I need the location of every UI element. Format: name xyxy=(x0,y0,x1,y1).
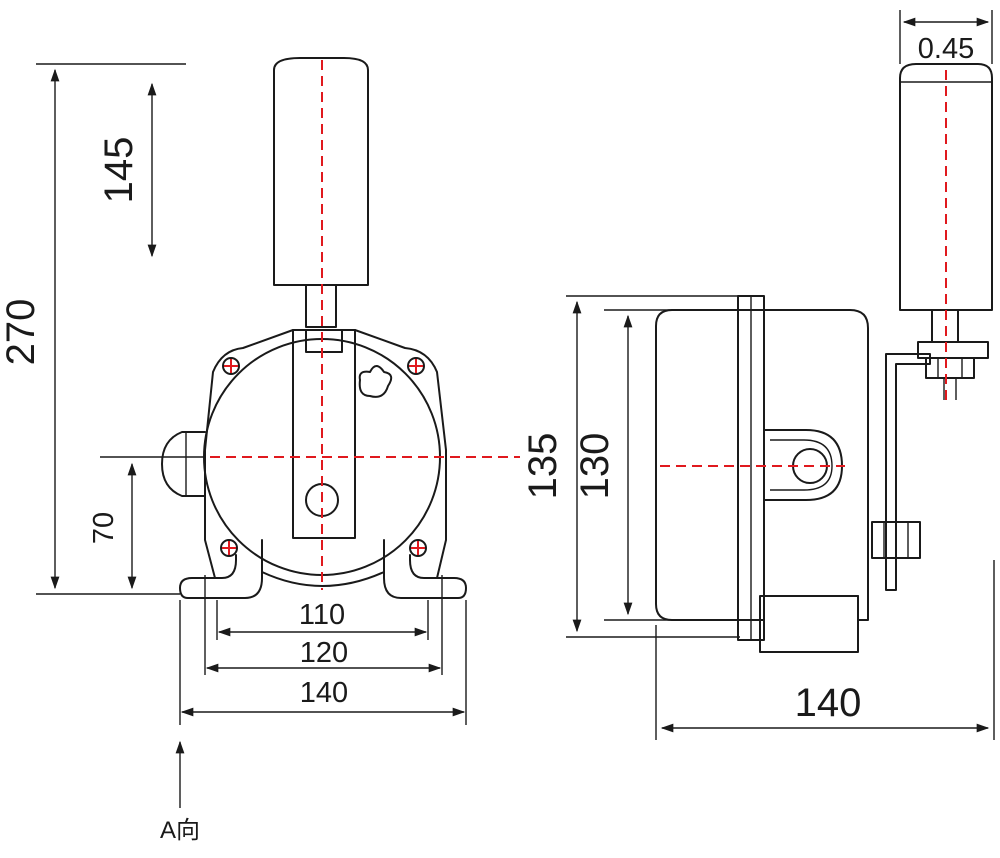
dim-270-label: 270 xyxy=(0,299,43,366)
lever-arm xyxy=(292,329,356,539)
dim-70-label: 70 xyxy=(88,512,120,544)
cable-gland xyxy=(161,431,206,497)
left-foot xyxy=(179,539,263,599)
side-view: 135 130 140 0.45 xyxy=(521,10,995,740)
dim-135-label: 135 xyxy=(521,433,565,500)
right-foot xyxy=(383,539,467,599)
counterweight-body xyxy=(273,57,369,286)
dim-140-side-label: 140 xyxy=(795,681,862,725)
dim-110-label: 110 xyxy=(299,599,345,631)
screw-bottom-right xyxy=(409,539,427,557)
screw-top-right xyxy=(407,357,425,375)
dim-140-front-label: 140 xyxy=(300,677,348,709)
dim-130-label: 130 xyxy=(573,433,617,500)
housing-outline xyxy=(204,329,447,579)
side-foot xyxy=(759,595,859,653)
dim-120-label: 120 xyxy=(300,637,348,669)
dim-145-label: 145 xyxy=(97,137,141,204)
view-direction-label: A向 xyxy=(160,817,200,844)
dim-045-label: 0.45 xyxy=(918,33,974,65)
housing-bottom-arc xyxy=(261,571,385,587)
side-nut-upper xyxy=(917,341,989,359)
screw-bottom-left xyxy=(220,539,238,557)
side-nut-upper-hex xyxy=(925,357,975,379)
screw-top-left xyxy=(222,357,240,375)
side-counterweight xyxy=(899,63,993,311)
reset-knob xyxy=(358,365,393,398)
side-lever-bracket xyxy=(885,353,931,591)
lever-clamp xyxy=(305,329,343,353)
front-view: 270 145 70 110 120 140 A向 xyxy=(0,57,520,844)
